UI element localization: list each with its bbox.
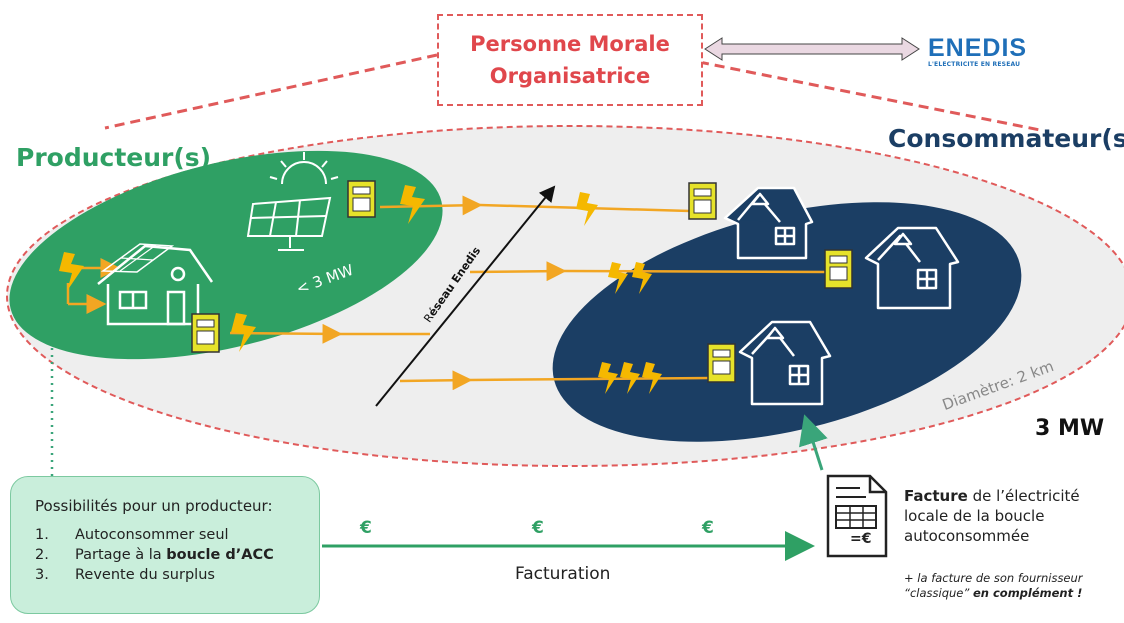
organizer-box: Personne Morale Organisatrice <box>437 14 703 106</box>
dashed-guide-right <box>698 60 1041 132</box>
consumer-houses <box>723 186 960 406</box>
invoice-note-text: + la facture de son fournisseur “classiq… <box>904 571 1083 600</box>
list-item-number: 3. <box>35 567 49 583</box>
consumers-title: Consommateur(s) <box>888 124 1124 153</box>
consumer-house-icon <box>738 320 832 406</box>
euro-symbol: € <box>702 518 714 538</box>
enedis-name: ENEDIS <box>928 34 1028 62</box>
enedis-network-line <box>375 185 556 407</box>
possibilities-title: Possibilités pour un producteur: <box>35 497 273 515</box>
bolt-icon <box>400 185 425 224</box>
invoice-title: Facture <box>904 487 968 505</box>
producer-zone <box>9 150 443 360</box>
meter-icon <box>688 182 717 220</box>
list-item-text: Autoconsommer seul <box>75 527 229 543</box>
organizer-line2: Organisatrice <box>489 64 651 88</box>
meter-icon <box>824 249 853 289</box>
list-item: 2. Partage à la boucle d’ACC <box>35 545 307 565</box>
euro-symbol: € <box>532 518 544 538</box>
bolt-icon <box>642 362 662 394</box>
invoice-note-bold: en complément ! <box>972 586 1083 600</box>
bolt-icon <box>632 262 652 294</box>
consumer-house-icon <box>723 186 814 260</box>
dashed-guide-left <box>104 53 438 130</box>
bolt-icon <box>59 252 84 291</box>
bolt-icon <box>598 362 618 394</box>
possibilities-box: Possibilités pour un producteur: 1. Auto… <box>10 476 320 614</box>
consumer-house-icon <box>864 226 960 310</box>
producers-title: Producteur(s) <box>16 143 212 172</box>
lightning-bolts <box>59 185 662 394</box>
list-item-number: 1. <box>35 527 49 543</box>
solar-panel-icon <box>246 152 339 251</box>
meter-icon <box>707 343 736 383</box>
meter-icon <box>191 313 220 353</box>
euro-symbol: € <box>360 518 372 538</box>
list-item-text: Revente du surplus <box>75 567 215 583</box>
list-item-text: Partage à la <box>75 547 167 563</box>
invoice-arrow <box>799 414 828 471</box>
meter-icon <box>347 180 376 218</box>
bolt-icon <box>620 362 640 394</box>
bolt-icon <box>231 313 256 352</box>
invoice-icon-label: =€ <box>850 531 872 547</box>
list-item: 1. Autoconsommer seul <box>35 525 307 545</box>
producer-house-icon <box>97 243 214 326</box>
list-item-number: 2. <box>35 547 49 563</box>
bolt-icon <box>608 262 628 294</box>
billing-label: Facturation <box>515 564 611 584</box>
organizer-line1: Personne Morale <box>470 32 670 56</box>
organizer-enedis-arrow <box>704 37 920 61</box>
total-capacity: 3 MW <box>1035 416 1105 441</box>
bolt-icon <box>576 192 598 226</box>
list-item: 3. Revente du surplus <box>35 565 307 585</box>
meters <box>191 180 853 383</box>
invoice-text: de l’électricité locale de la boucle aut… <box>904 487 1080 545</box>
enedis-logo: ENEDIS L'ELECTRICITE EN RESEAU <box>928 34 1027 68</box>
enedis-tagline: L'ELECTRICITE EN RESEAU <box>928 61 1021 68</box>
list-item-bold: boucle d’ACC <box>166 547 274 563</box>
invoice-icon <box>826 474 888 558</box>
invoice-note: + la facture de son fournisseur “classiq… <box>904 571 1104 601</box>
invoice-description: Facture de l’électricité locale de la bo… <box>904 486 1114 546</box>
